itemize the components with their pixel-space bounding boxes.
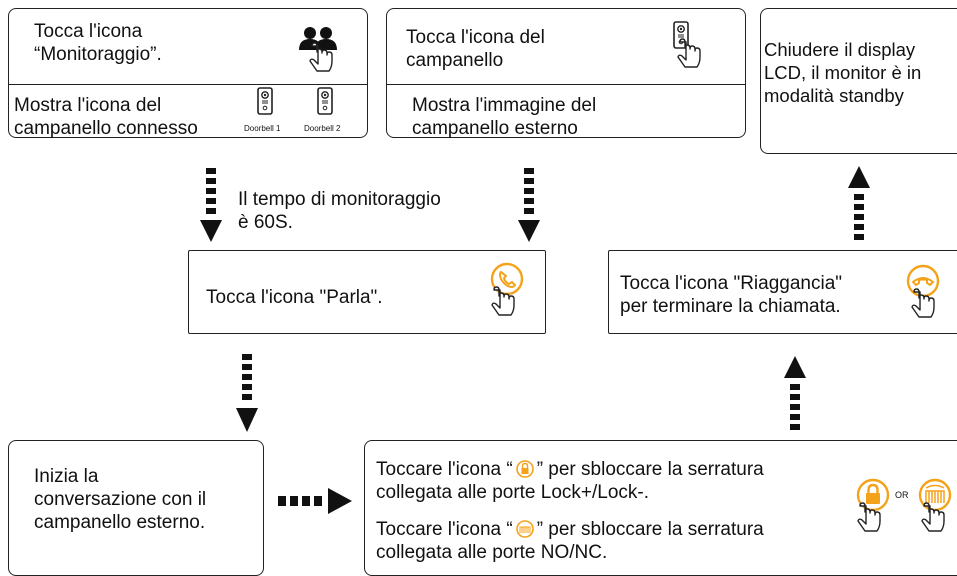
conversation-step-box [8, 440, 264, 576]
arrow-up-icon [848, 166, 870, 240]
talk-text: Tocca l'icona "Parla". [206, 287, 383, 308]
connected-doorbell-text: Mostra l'icona del campanello connesso [14, 95, 198, 139]
monitor-instruction: Tocca l'icona “Monitoraggio”. [34, 21, 162, 65]
hangup-text: Tocca l'icona "Riaggancia" per terminare… [620, 273, 843, 317]
arrow-down-icon [236, 354, 258, 432]
unlock-gate-line: Toccare l'icona “ ” per sbloccare la ser… [376, 518, 764, 541]
hand-pointer-icon [911, 288, 935, 318]
or-label: OR [895, 490, 909, 500]
hand-pointer-icon [309, 42, 333, 72]
unlock-lock-post: ” per sbloccare la serratura [536, 459, 764, 480]
talk-step-box [188, 250, 546, 334]
box1-divider [9, 84, 367, 85]
arrow-up-icon [784, 356, 806, 430]
hand-pointer-icon [491, 286, 515, 316]
lock-icon [515, 460, 534, 478]
users-icon [299, 27, 337, 50]
doorbell-icon [317, 87, 333, 115]
arrow-right-icon [278, 488, 352, 514]
unlock-gate-post: ” per sbloccare la serratura [536, 519, 764, 540]
conversation-text: Inizia la conversazione con il campanell… [34, 466, 207, 533]
doorbell1-label: Doorbell 1 [244, 124, 281, 133]
doorbell2-label: Doorbell 2 [304, 124, 341, 133]
unlock-gate-pre: Toccare l'icona “ [376, 519, 513, 540]
standby-step-box [760, 8, 957, 154]
unlock-step-box [364, 440, 957, 576]
doorbell-icon [257, 87, 273, 115]
unlock-lock-line: Toccare l'icona “ ” per sbloccare la ser… [376, 458, 764, 481]
unlock-lock-pre: Toccare l'icona “ [376, 459, 513, 480]
unlock-lock-ports: collegata alle porte Lock+/Lock-. [376, 482, 650, 503]
arrow-down-icon [200, 168, 222, 242]
outdoor-image-text: Mostra l'immagine del campanello esterno [412, 95, 597, 139]
monitor-time-note: Il tempo di monitoraggio è 60S. [238, 189, 441, 233]
hand-pointer-icon [921, 502, 945, 532]
hand-pointer-icon [677, 38, 701, 68]
arrow-down-icon [518, 168, 540, 242]
hangup-step-box [608, 250, 957, 334]
gate-icon [515, 520, 534, 538]
unlock-gate-ports: collegata alle porte NO/NC. [376, 542, 608, 563]
doorbell-instruction: Tocca l'icona del campanello [406, 27, 545, 71]
box2-divider [387, 84, 745, 85]
hand-pointer-icon [857, 502, 881, 532]
standby-text: Chiudere il display LCD, il monitor è in… [764, 39, 922, 106]
